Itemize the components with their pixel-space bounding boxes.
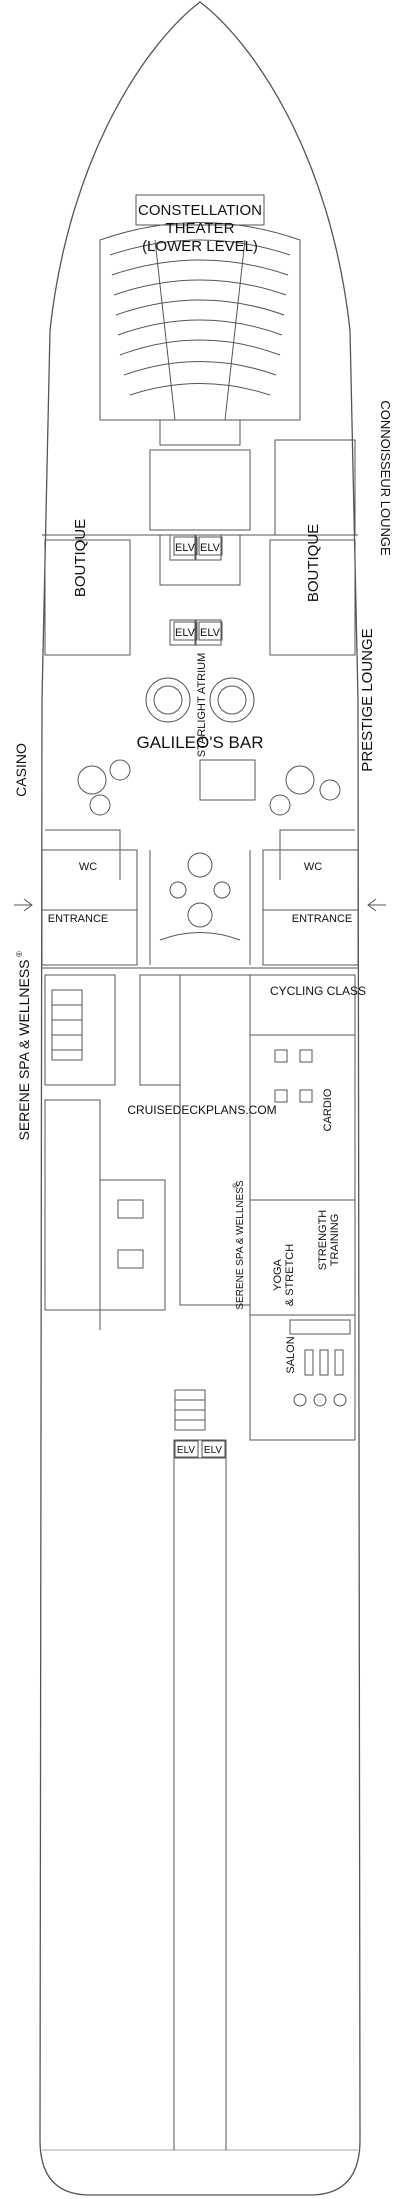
elevator-1-label: ELV — [175, 542, 196, 554]
hull-outline — [39, 1, 361, 2196]
atrium-area — [42, 439, 358, 928]
cycling-class-label: CYCLING CLASS — [270, 984, 366, 998]
elevator-6-label: ELV — [204, 1445, 222, 1456]
entrance-label-right: ENTRANCE — [292, 913, 353, 925]
casino-label: CASINO — [13, 743, 29, 797]
elevator-4-label: ELV — [200, 627, 221, 639]
spa-label-left: SERENE SPA & WELLNESS — [16, 959, 32, 1140]
elevator-1-box — [173, 536, 198, 556]
strength-training-label-line-1: STRENGTH — [317, 1210, 329, 1271]
theater-area — [99, 194, 301, 446]
spa-trademark-left: ® — [15, 951, 24, 957]
galileos-bar-label: GALILEO'S BAR — [136, 733, 263, 752]
elevator-2-label: ELV — [200, 542, 221, 554]
yoga-stretch-label-line-1: YOGA — [272, 1258, 284, 1290]
elevator-5-label: ELV — [177, 1445, 195, 1456]
elevator-3-box — [173, 621, 198, 641]
theater-label-line-2: THEATER — [166, 220, 235, 237]
spa-trademark-center: ® — [232, 1182, 240, 1188]
salon-label: SALON — [285, 1336, 297, 1373]
elevator-5-box — [174, 1440, 199, 1458]
watermark: CRUISEDECKPLANS.COM — [127, 1103, 276, 1117]
boutique-label-right: BOUTIQUE — [305, 524, 322, 602]
elevator-3-label: ELV — [175, 627, 196, 639]
cardio-label: CARDIO — [322, 1088, 334, 1131]
elevator-4-box — [198, 621, 223, 641]
strength-training-label-line-2: TRAINING — [329, 1214, 341, 1267]
wc-label-right: WC — [304, 861, 322, 873]
boutique-label-left: BOUTIQUE — [72, 519, 89, 597]
connoisseur-lounge-label: CONNOISSEUR LOUNGE — [378, 400, 393, 556]
spa-label-center: SERENE SPA & WELLNESS — [235, 1180, 246, 1310]
wc-label-left: WC — [79, 861, 97, 873]
elevator-2-box — [198, 536, 223, 556]
elevator-6-box — [201, 1440, 226, 1458]
theater-label-line-1: CONSTELLATION — [138, 202, 262, 219]
corridor — [99, 1310, 227, 2150]
entrance-label-left: ENTRANCE — [48, 913, 109, 925]
entrance-area — [14, 849, 386, 969]
spa-area — [44, 974, 356, 1441]
theater-label-line-3: (LOWER LEVEL) — [142, 238, 258, 255]
prestige-lounge-label: PRESTIGE LOUNGE — [359, 628, 376, 771]
yoga-stretch-label-line-2: & STRETCH — [284, 1244, 296, 1306]
starlight-atrium-label: STARLIGHT ATRIUM — [196, 653, 208, 758]
